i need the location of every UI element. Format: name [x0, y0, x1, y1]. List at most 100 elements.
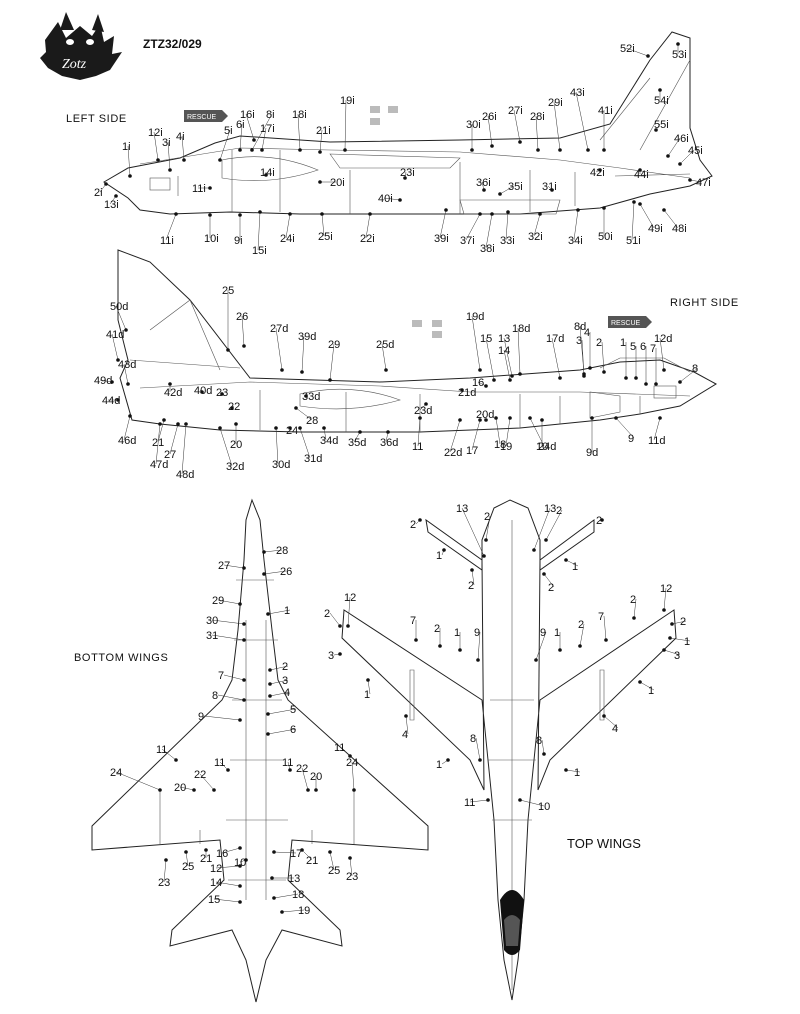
bottom-wings-decal-dot: [158, 788, 162, 792]
left-side-decal-dot: [320, 212, 324, 216]
bottom-wings-label-11: 11: [214, 757, 225, 769]
top-wings-decal-dot: [638, 680, 642, 684]
right-side-leader-line: [111, 333, 119, 361]
right-side-decal-dot: [528, 416, 532, 420]
left-side-decal-dot: [602, 206, 606, 210]
bottom-wings-decal-dot: [238, 846, 242, 850]
left-side-decal-dot: [318, 150, 322, 154]
left-side-label-47i: 47i: [696, 177, 711, 189]
top-wings-decal-dot: [668, 636, 672, 640]
right-side-decal-dot: [384, 368, 388, 372]
bottom-wings-leader-line: [179, 786, 195, 791]
right-national-insignia: [412, 320, 442, 338]
bottom-wings-label-15: 15: [208, 894, 220, 906]
right-side-leader-line: [503, 349, 511, 381]
left-side-label-40i: 40i: [378, 193, 393, 205]
left-side-leader-line: [261, 127, 267, 151]
bottom-wings-label-17: 17: [290, 848, 302, 860]
right-side-decal-dot: [662, 368, 666, 372]
top-wings-leader-line: [545, 509, 563, 541]
top-wings-leader-line: [633, 598, 637, 619]
left-side-decal-dot: [238, 148, 242, 152]
right-side-label-8d: 8d: [574, 321, 586, 333]
left-side-decal-dot: [403, 176, 407, 180]
left-side-label-45i: 45i: [688, 145, 703, 157]
right-side-leader-line: [323, 427, 327, 441]
right-side-decal-dot: [658, 416, 662, 420]
right-side-label-23d: 23d: [414, 405, 432, 417]
top-wings-label-12: 12: [660, 583, 672, 595]
right-side-decal-dot: [644, 382, 648, 386]
bottom-wings-leader-line: [269, 665, 289, 671]
top-wings-title: TOP WINGS: [567, 836, 641, 851]
bottom-wings-label-20: 20: [310, 771, 322, 783]
right-side-leader-line: [241, 315, 245, 347]
bottom-wings-decal-dot: [244, 858, 248, 862]
left-rescue-arrow: RESCUE: [184, 110, 228, 122]
zotz-logo: Zotz: [40, 12, 122, 80]
left-side-leader-line: [505, 211, 509, 241]
left-side-label-14i: 14i: [260, 167, 275, 179]
left-side-label-21i: 21i: [316, 125, 331, 137]
right-side-decal-dot: [298, 426, 302, 430]
right-side-leader-line: [123, 415, 131, 441]
top-wings-decal-dot: [478, 758, 482, 762]
right-side-label-28: 28: [306, 415, 318, 427]
bottom-wings-label-4: 4: [284, 687, 290, 699]
top-wings-decal-dot: [486, 798, 490, 802]
right-side-leader-line: [495, 417, 501, 445]
right-side-decal-dot: [358, 430, 362, 434]
sheet-code: ZTZ32/029: [143, 37, 202, 51]
right-side-leader-line: [471, 315, 481, 371]
right-side-label-3: 3: [576, 335, 582, 347]
bottom-wings-leader-line: [269, 679, 289, 685]
left-side-label-30i: 30i: [466, 119, 481, 131]
left-side-leader-line: [667, 137, 681, 157]
top-wings-decal-dot: [446, 758, 450, 762]
top-wings-leader-line: [535, 631, 547, 661]
bottom-wings-leader-line: [351, 761, 355, 791]
bottom-wings-label-10: 10: [234, 857, 246, 869]
left-side-label-54i: 54i: [654, 95, 669, 107]
bottom-wings-decal-dot: [242, 566, 246, 570]
right-side-label-11d: 11d: [648, 435, 666, 447]
top-wings-leader-line: [565, 559, 579, 567]
top-wings-label-1: 1: [554, 627, 560, 639]
right-side-label-41d: 41d: [106, 329, 124, 341]
right-side-label-17: 17: [466, 445, 478, 457]
right-side-decal-dot: [508, 416, 512, 420]
bottom-wings-leader-line: [269, 691, 291, 697]
left-side-label-16i: 16i: [240, 109, 255, 121]
left-side-label-11i: 11i: [160, 235, 174, 247]
top-wings-label-1: 1: [436, 759, 442, 771]
left-side-leader-line: [553, 101, 561, 151]
right-side-label-36d: 36d: [380, 437, 398, 449]
top-wings-label-2: 2: [548, 582, 554, 594]
top-wings-label-2: 2: [324, 608, 330, 620]
bottom-wings-leader-line: [329, 851, 335, 871]
top-wings-label-2: 2: [680, 616, 686, 628]
bottom-wings-leader-line: [213, 898, 241, 903]
left-side-label-44i: 44i: [634, 169, 649, 181]
bottom-wings-label-12: 12: [210, 863, 222, 875]
left-side-label-1i: 1i: [122, 141, 131, 153]
right-fuselage-outline: [117, 249, 717, 433]
left-side-decal-dot: [444, 208, 448, 212]
top-wings-leader-line: [565, 769, 581, 773]
left-side-leader-line: [245, 113, 255, 141]
right-side-decal-dot: [508, 378, 512, 382]
top-wings-leader-line: [579, 623, 585, 647]
left-side-decal-dot: [558, 148, 562, 152]
top-wings-label-4: 4: [612, 723, 618, 735]
bottom-wings-leader-line: [267, 609, 291, 615]
left-side-label-39i: 39i: [434, 233, 449, 245]
left-side-decal-dot: [576, 208, 580, 212]
top-wings-decal-dot: [418, 518, 422, 522]
left-side-leader-line: [219, 129, 231, 161]
bottom-planform-outline: [91, 498, 429, 1003]
left-side-label-20i: 20i: [330, 177, 345, 189]
top-wings-decal-dot: [518, 798, 522, 802]
left-side-leader-line: [257, 211, 261, 251]
bottom-wings-label-11: 11: [282, 757, 293, 769]
right-side-decal-dot: [128, 414, 132, 418]
